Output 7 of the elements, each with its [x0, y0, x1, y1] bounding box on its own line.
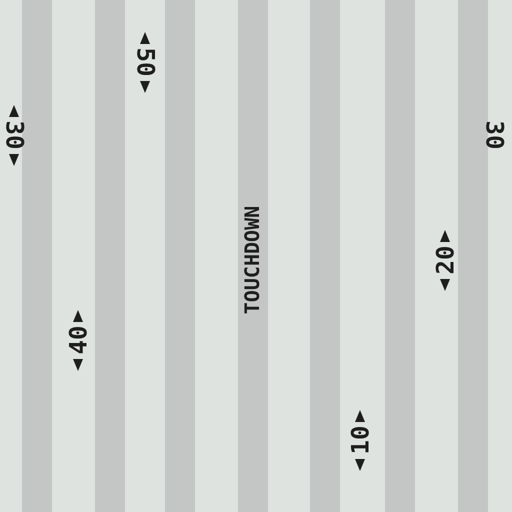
yard-number: 40 [64, 326, 92, 354]
end-zone-text: TOUCHDOWN [240, 206, 264, 314]
yard-number: 50 [130, 48, 159, 76]
yard-number: 10 [346, 426, 374, 454]
yard-number: 30 [0, 120, 28, 150]
yard-number: 20 [430, 246, 459, 274]
yard-number: 30 [480, 120, 508, 150]
